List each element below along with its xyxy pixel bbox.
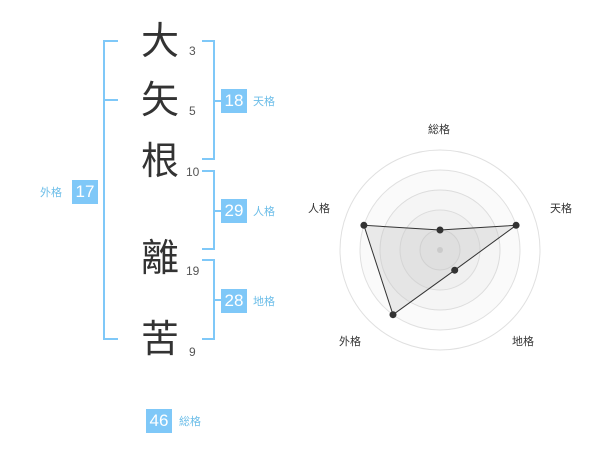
radar-points — [360, 221, 520, 319]
radar-axis-label-gaikaku: 外格 — [339, 335, 361, 348]
radar-polygon — [363, 224, 518, 316]
name-char-4: 離 — [140, 236, 179, 280]
chikaku-label: 地格 — [253, 295, 275, 308]
radar-center — [437, 247, 443, 253]
gaikaku-badge: 17 — [72, 180, 98, 204]
tenkaku-label: 天格 — [253, 95, 275, 108]
soukaku-badge: 46 — [146, 409, 172, 433]
radar-chart — [339, 149, 541, 351]
chikaku-badge: 28 — [221, 289, 247, 313]
radar-point-jinkaku — [360, 221, 368, 229]
name-char-1: 大 — [140, 19, 179, 63]
stroke-count-4: 19 — [186, 264, 200, 278]
stroke-count-2: 5 — [189, 104, 196, 118]
name-char-3: 根 — [140, 139, 179, 183]
radar-axis-label-soukaku: 総格 — [428, 123, 450, 136]
stroke-count-3: 10 — [186, 165, 200, 179]
radar-axis-label-tenkaku: 天格 — [550, 202, 572, 215]
gaikaku-label: 外格 — [40, 186, 62, 199]
stroke-count-5: 9 — [189, 345, 196, 359]
name-char-2: 矢 — [140, 78, 179, 122]
tenkaku-bracket — [202, 40, 215, 160]
gaikaku-bracket — [103, 40, 118, 340]
jinkaku-badge: 29 — [221, 199, 247, 223]
radar-point-gaikaku — [389, 311, 397, 319]
tenkaku-badge: 18 — [221, 89, 247, 113]
stroke-count-1: 3 — [189, 44, 196, 58]
name-char-5: 苦 — [140, 317, 179, 361]
jinkaku-bracket — [202, 170, 215, 250]
radar-point-soukaku — [436, 226, 444, 234]
chikaku-bracket — [202, 259, 215, 340]
soukaku-label: 総格 — [179, 415, 201, 428]
radar-axis-label-jinkaku: 人格 — [308, 202, 330, 215]
radar-point-chikaku — [451, 266, 459, 274]
brackets — [103, 40, 222, 340]
jinkaku-label: 人格 — [253, 205, 275, 218]
radar-point-tenkaku — [512, 221, 520, 229]
radar-axis-label-chikaku: 地格 — [512, 335, 534, 348]
